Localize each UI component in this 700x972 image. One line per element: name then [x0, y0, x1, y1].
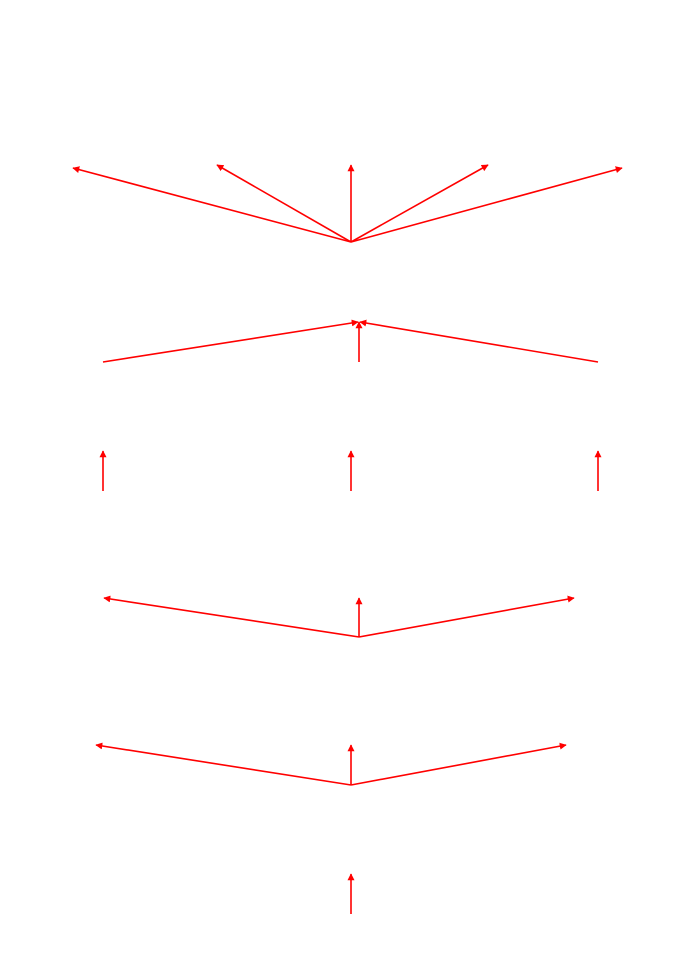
arrow-group-converge-three: [102, 319, 599, 363]
arrow-fan-out-three-lower-3: [350, 742, 567, 786]
arrow-fan-out-five-5: [350, 166, 623, 243]
arrow-group-fan-out-three-upper: [103, 595, 575, 638]
arrow-fan-out-three-upper-1: [103, 595, 360, 638]
arrow-converge-three-3: [359, 319, 599, 363]
arrow-fan-out-five-2: [216, 164, 352, 243]
arrow-fan-out-three-lower-1: [95, 742, 352, 786]
arrow-group-fan-out-five: [72, 164, 623, 243]
arrows-layer: [72, 164, 623, 914]
arrow-fan-out-five-1: [72, 166, 352, 243]
arrow-group-parallel-three: [99, 450, 602, 491]
arrow-fan-out-three-upper-3: [358, 595, 575, 638]
arrow-fan-out-five-4: [350, 164, 489, 243]
arrow-group-fan-out-three-lower: [95, 742, 567, 786]
arrow-converge-three-1: [102, 319, 359, 363]
